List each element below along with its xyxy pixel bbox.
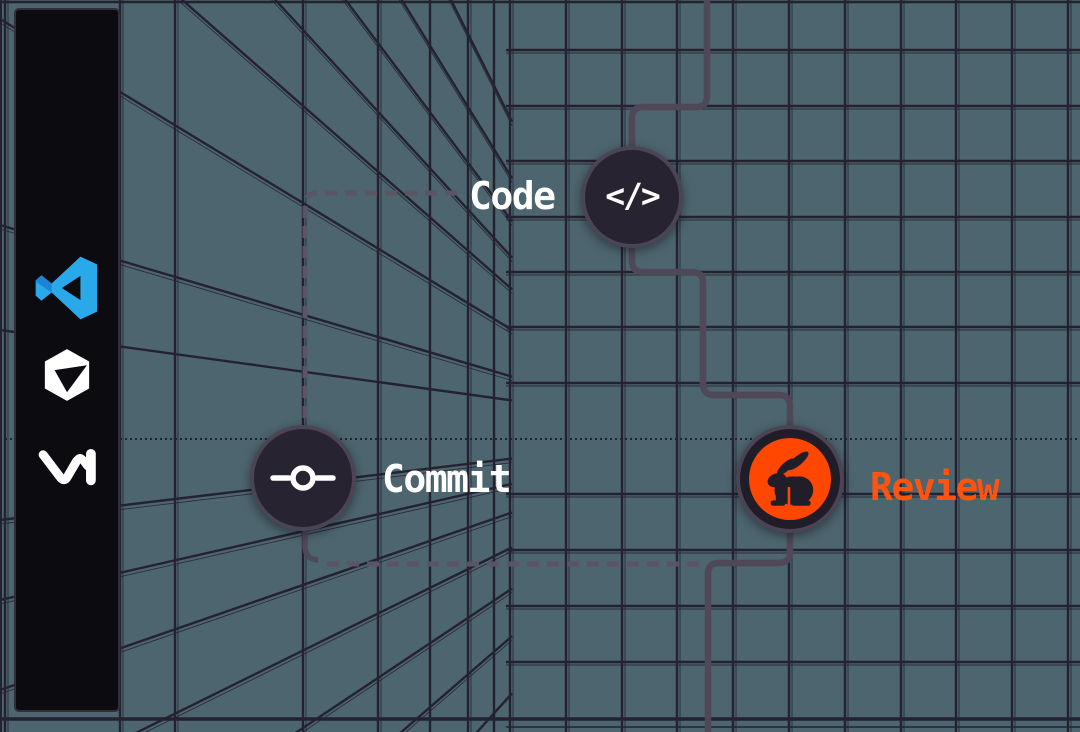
- review-node-label: Review: [870, 465, 1000, 509]
- commit-node-label: Commit: [382, 457, 512, 501]
- wave-w-icon: [36, 446, 98, 494]
- tool-sidebar: [14, 8, 120, 712]
- review-node: [736, 425, 844, 533]
- code-brackets-icon: </>: [605, 175, 661, 215]
- cube-editor-icon: [40, 346, 94, 408]
- dashed-code-to-commit: [302, 190, 457, 424]
- coderabbit-rabbit-icon: [767, 451, 814, 507]
- code-node-label: Code: [469, 174, 556, 218]
- pipe-top-to-code: [628, 0, 711, 150]
- review-node-inner: [749, 438, 831, 520]
- git-commit-icon: [270, 465, 336, 491]
- pipe-review-to-bottom: [704, 528, 794, 732]
- pipe-code-to-review: [628, 244, 794, 430]
- commit-node: [250, 425, 356, 531]
- vscode-icon: [35, 256, 99, 324]
- pipe-commit-stub: [302, 526, 319, 563]
- code-node: </>: [581, 146, 683, 248]
